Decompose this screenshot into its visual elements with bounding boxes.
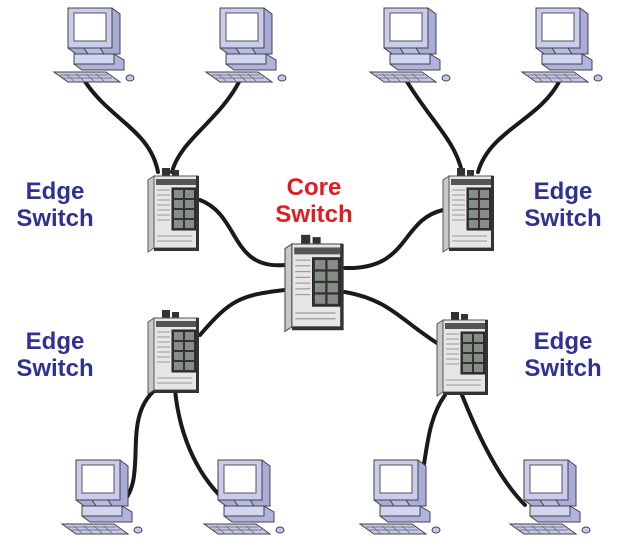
edge-switch-top-right-icon	[442, 167, 495, 253]
cable	[404, 78, 464, 174]
cable	[460, 393, 527, 507]
computer-icon	[53, 7, 135, 83]
edge-switch-top-left-icon	[147, 167, 200, 253]
edge-switch-bottom-left-icon	[147, 309, 200, 395]
computer-icon	[205, 7, 287, 83]
cable	[198, 288, 287, 337]
cable	[343, 208, 445, 271]
edge-switch-bottom-right-icon	[436, 311, 489, 397]
core-switch-icon	[284, 234, 345, 332]
cable	[170, 78, 242, 174]
cable	[198, 198, 287, 268]
computer-icon	[359, 459, 441, 535]
cable	[476, 78, 562, 174]
cable	[82, 78, 160, 174]
computer-icon	[521, 7, 603, 83]
cable	[343, 290, 442, 347]
computer-icon	[61, 459, 143, 535]
computer-icon	[509, 459, 591, 535]
computer-icon	[203, 459, 285, 535]
computer-icon	[369, 7, 451, 83]
